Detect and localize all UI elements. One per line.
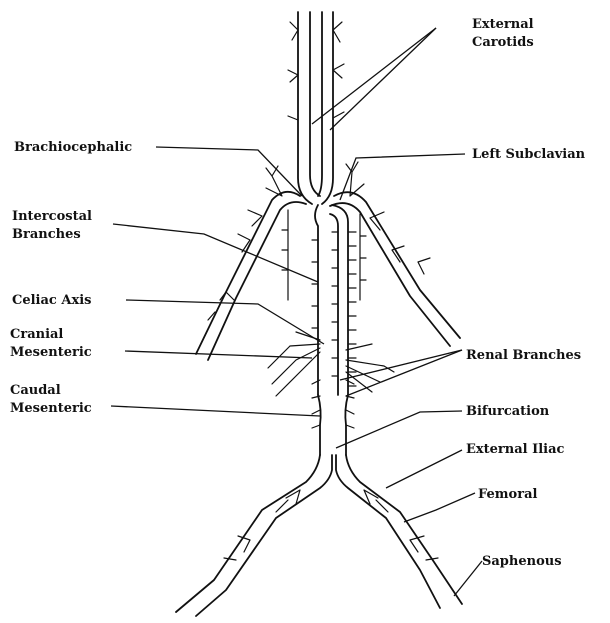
right-forelimb-artery <box>196 166 306 360</box>
aorta <box>315 205 348 455</box>
label-renal-branches: Renal Branches <box>466 347 581 364</box>
label-intercostal-2: Branches <box>12 226 81 243</box>
hindlimb-arteries <box>176 455 462 616</box>
label-cranial-mesenteric-1: Cranial <box>10 326 63 343</box>
label-caudal-mesenteric-2: Mesenteric <box>10 400 92 417</box>
label-celiac-axis: Celiac Axis <box>12 292 91 309</box>
carotid-arteries <box>288 12 344 204</box>
label-external-carotids-1: External <box>472 16 534 33</box>
label-external-carotids-2: Carotids <box>472 34 534 51</box>
label-bifurcation: Bifurcation <box>466 403 549 420</box>
label-brachiocephalic: Brachiocephalic <box>14 139 132 156</box>
leader-lines <box>111 28 482 596</box>
label-external-iliac: External Iliac <box>466 441 564 458</box>
label-intercostal-1: Intercostal <box>12 208 92 225</box>
label-femoral: Femoral <box>478 486 537 503</box>
label-saphenous: Saphenous <box>482 553 562 570</box>
label-caudal-mesenteric-1: Caudal <box>10 382 61 399</box>
left-forelimb-artery <box>330 162 460 346</box>
label-cranial-mesenteric-2: Mesenteric <box>10 344 92 361</box>
label-left-subclavian: Left Subclavian <box>472 146 585 163</box>
visceral-branches <box>268 332 394 428</box>
